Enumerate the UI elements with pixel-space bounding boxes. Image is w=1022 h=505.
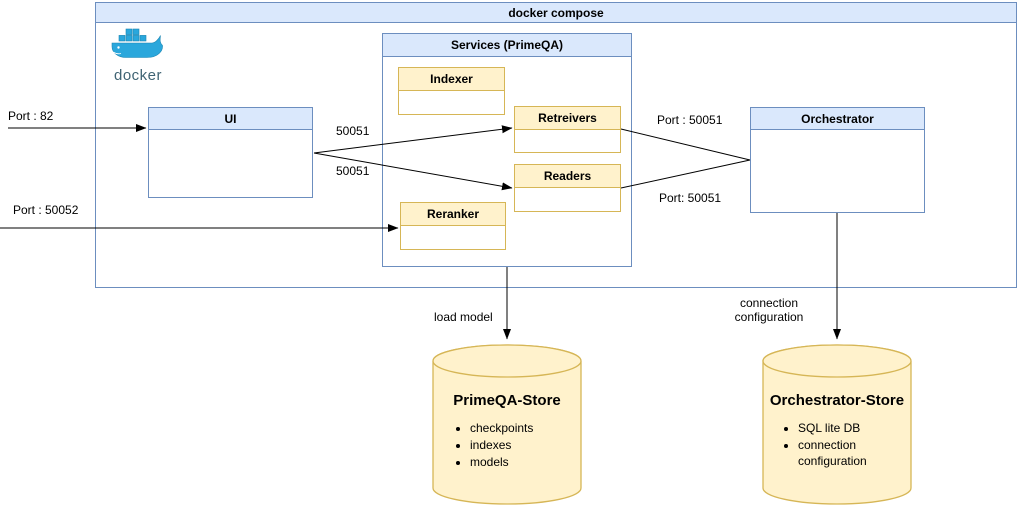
node-reranker-title: Reranker [401,203,505,226]
node-reranker: Reranker [400,202,506,250]
label-connection-configuration: connection configuration [734,296,804,324]
node-ui: UI [148,107,313,198]
node-ui-title: UI [149,108,312,130]
label-50051-top: 50051 [336,124,370,138]
store-orchestrator-title: Orchestrator-Store [769,392,905,409]
label-port-50051-bottom: Port: 50051 [659,191,722,205]
store-item: indexes [470,437,570,453]
store-orchestrator-items: SQL lite DBconnection configuration [798,420,894,470]
label-50051-bottom: 50051 [336,164,370,178]
label-load-model: load model [434,310,493,324]
node-indexer-body [399,91,504,114]
group-services-title: Services (PrimeQA) [383,34,631,57]
docker-compose-group-title: docker compose [96,3,1016,23]
label-port-82: Port : 82 [8,109,54,123]
node-orchestrator-title: Orchestrator [751,108,924,130]
label-port-50051-top: Port : 50051 [657,113,723,127]
store-primeqa-items: checkpointsindexesmodels [470,420,570,471]
node-orchestrator-body [751,130,924,212]
store-item: checkpoints [470,420,570,436]
node-retreivers-title: Retreivers [515,107,620,130]
store-primeqa: PrimeQA-Store checkpointsindexesmodels [432,344,582,505]
node-indexer: Indexer [398,67,505,115]
node-retreivers: Retreivers [514,106,621,153]
store-item: SQL lite DB [798,420,894,436]
store-item: connection configuration [798,437,894,469]
store-item: models [470,454,570,470]
node-retreivers-body [515,130,620,152]
node-orchestrator: Orchestrator [750,107,925,213]
label-port-50052: Port : 50052 [13,203,79,217]
cylinder-shape [762,344,912,505]
docker-whale-icon [111,28,163,58]
node-readers-title: Readers [515,165,620,188]
node-reranker-body [401,226,505,249]
node-indexer-title: Indexer [399,68,504,91]
docker-logo: docker [107,26,169,84]
store-primeqa-title: PrimeQA-Store [453,392,561,409]
node-ui-body [149,130,312,197]
docker-logo-label: docker [113,67,163,84]
node-readers-body [515,188,620,211]
node-readers: Readers [514,164,621,212]
cylinder-shape [432,344,582,505]
store-orchestrator: Orchestrator-Store SQL lite DBconnection… [762,344,912,505]
